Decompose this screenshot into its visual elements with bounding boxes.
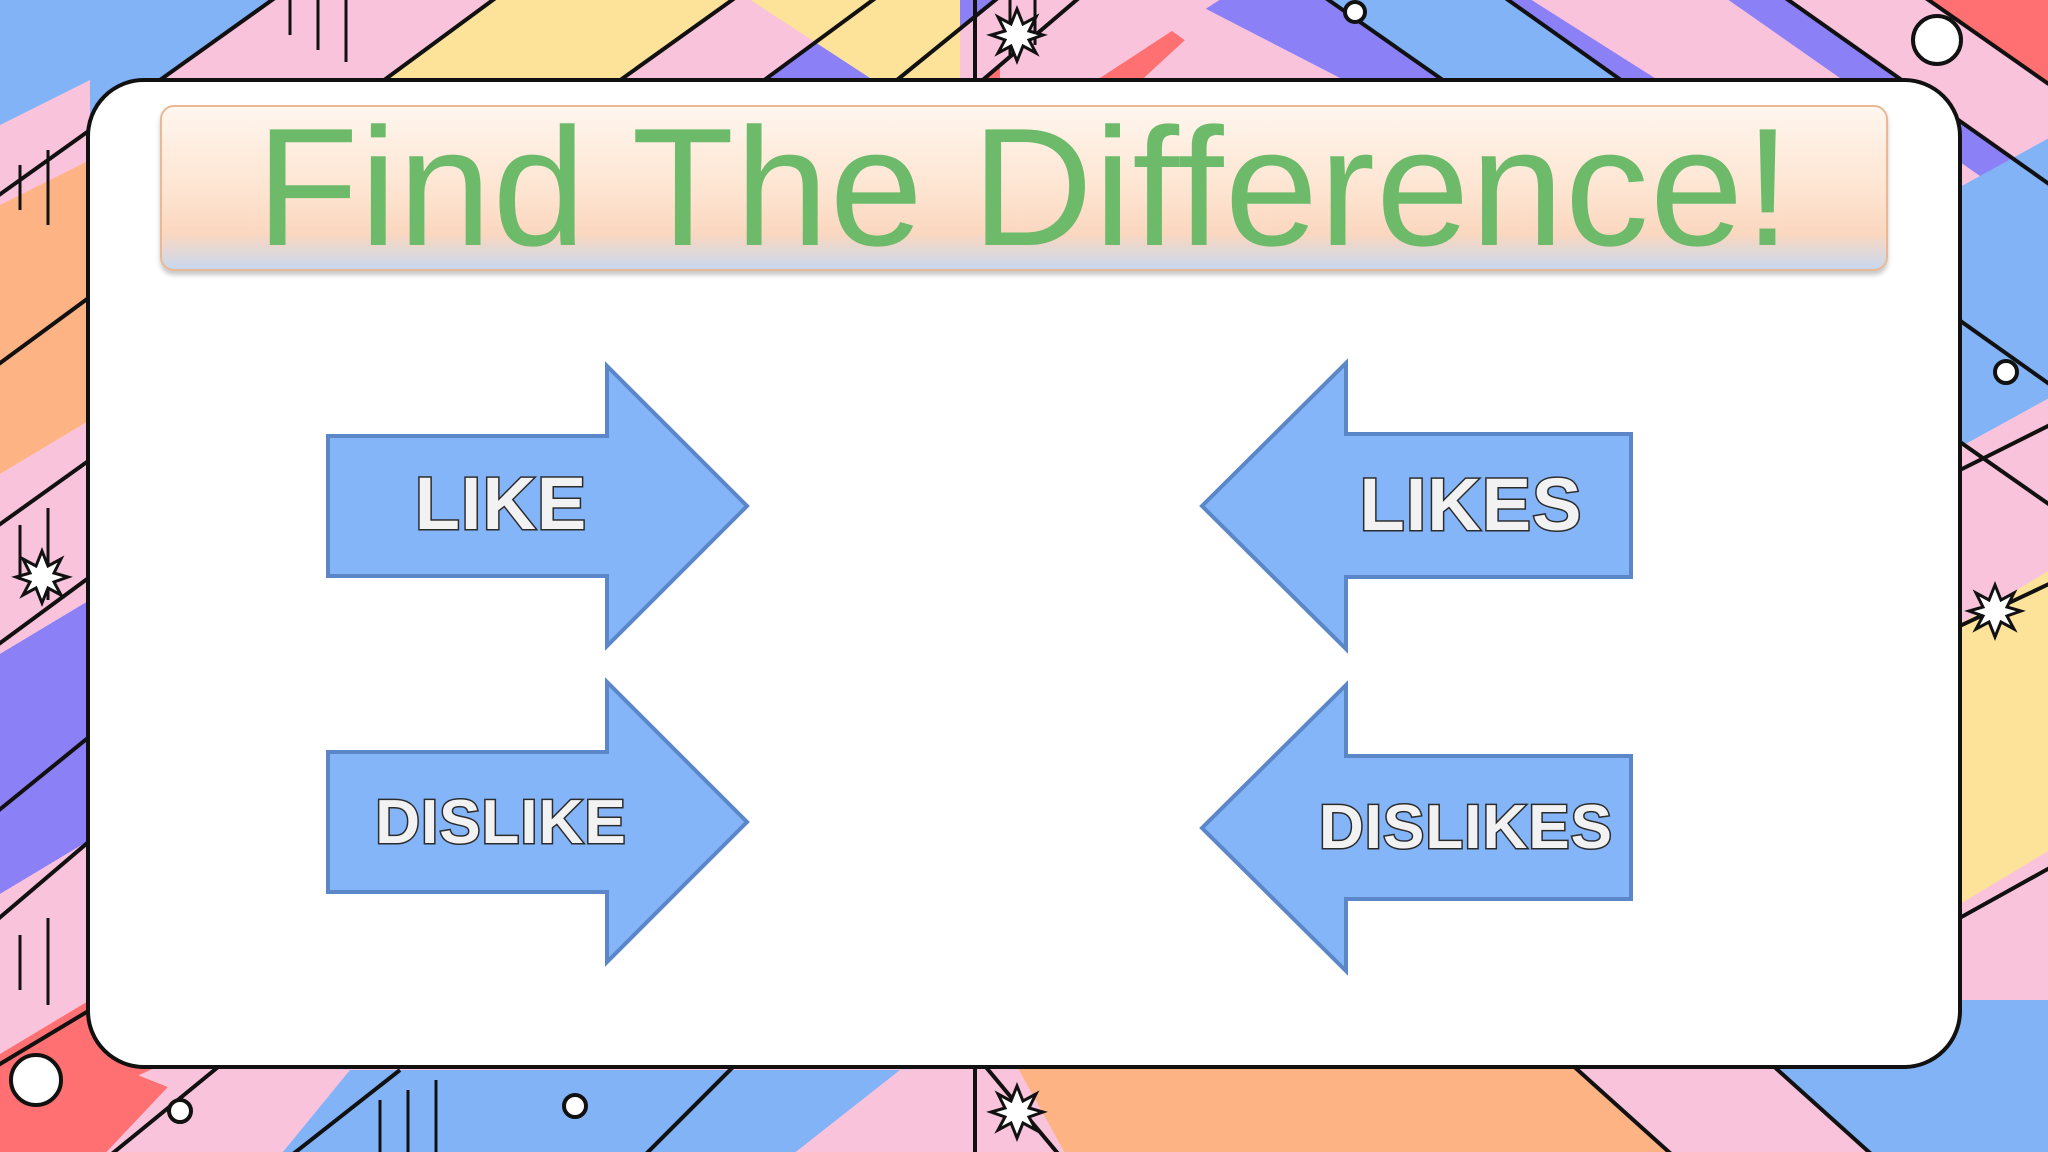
- arrow-like: LIKE: [326, 361, 750, 651]
- arrow-likes: LIKES: [1199, 358, 1633, 654]
- arrow-label-like: LIKE: [413, 461, 588, 547]
- arrow-label-dislikes: DISLIKES: [1318, 792, 1614, 864]
- arrow-dislikes: DISLIKES: [1199, 680, 1633, 976]
- arrow-label-likes: LIKES: [1358, 462, 1583, 548]
- right-arrow-icon: [326, 361, 750, 651]
- left-arrow-icon: [1199, 358, 1633, 654]
- slide-title: Find The Difference!: [256, 93, 1792, 281]
- right-arrow-icon: [326, 677, 750, 967]
- arrow-label-dislike: DISLIKE: [374, 787, 628, 859]
- left-arrow-icon: [1199, 680, 1633, 976]
- arrow-dislike: DISLIKE: [326, 677, 750, 967]
- title-banner: Find The Difference!: [160, 93, 1888, 281]
